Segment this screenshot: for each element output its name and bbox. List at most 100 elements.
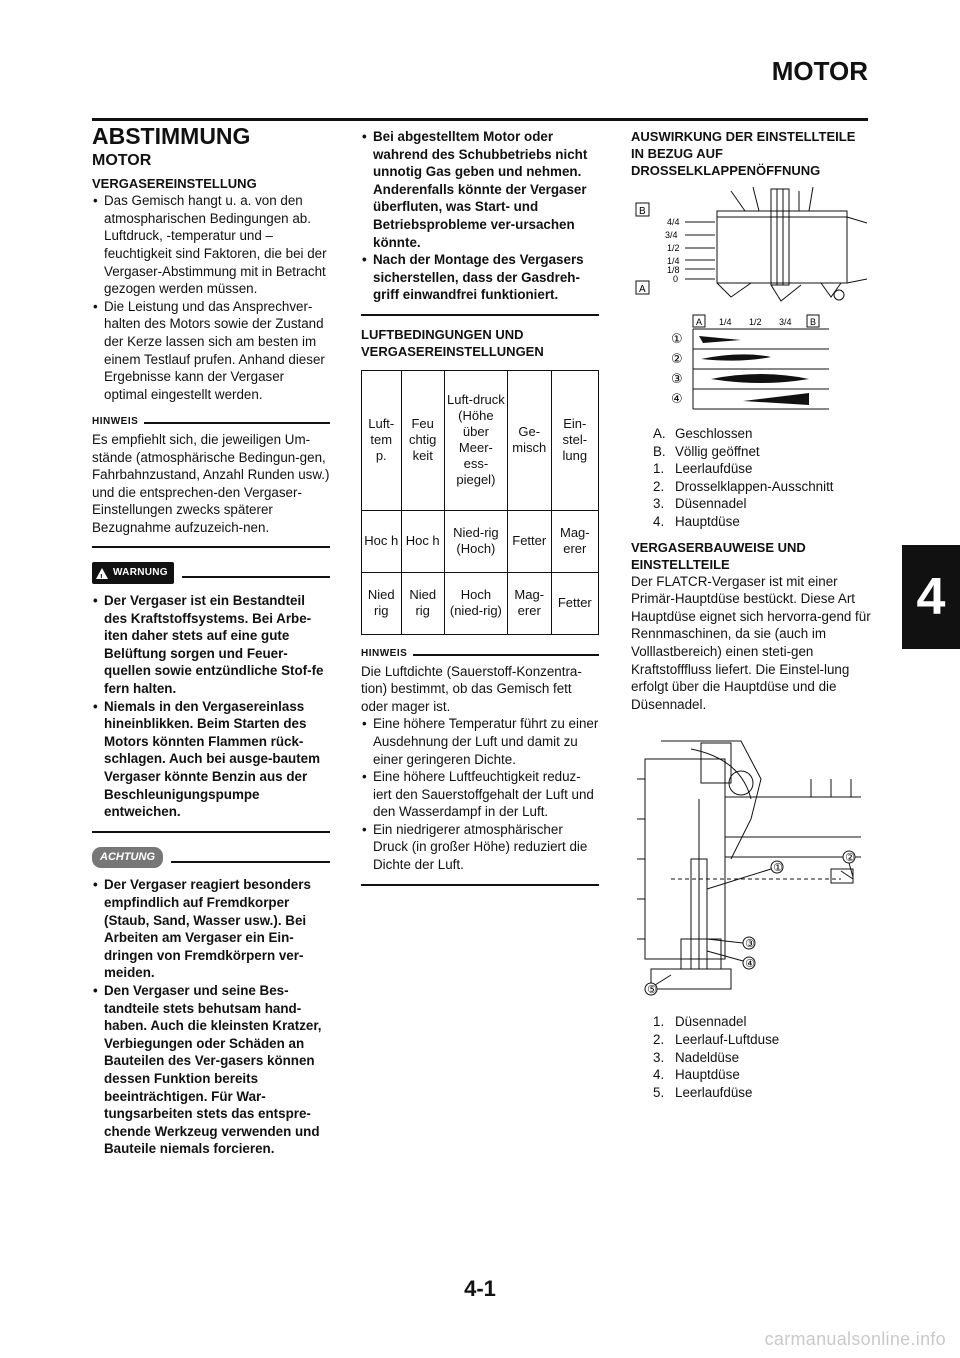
row-label: ①: [671, 332, 683, 347]
list-item: 3.Düsennadel: [653, 496, 747, 512]
callout-circle: [644, 982, 658, 996]
column-middle: Bei abgestelltem Motor oder wahrend des …: [361, 128, 600, 886]
section-heading-vergasereinstellung: VERGASEREINSTELLUNG: [92, 176, 257, 192]
list-item: Nach der Montage des Vergasers sicherste…: [361, 251, 599, 304]
callout-label: ②: [845, 851, 855, 864]
note-header: HINWEIS: [361, 645, 599, 663]
throttle-valve-shape: [701, 354, 771, 361]
list-item: 1.Leerlaufdüse: [653, 461, 753, 477]
throttle-opening-figure: B A 4/4 3/4 1/2 1/4 1/8 0: [635, 187, 868, 302]
corner-a: A: [696, 317, 702, 327]
warning-header: WARNUNG: [92, 562, 330, 586]
note-label: HINWEIS: [92, 416, 139, 428]
callout-circle: [770, 860, 784, 874]
caution-header: ACHTUNG: [92, 846, 330, 869]
warning-list: Der Vergaser ist ein Bestandteil des Kra…: [92, 592, 330, 821]
carburetor-cross-section-figure: ① ② ③ ④ ⑤: [637, 740, 861, 996]
conditions-table: Luft-tem p. Feu chtig keit Luft-druck (H…: [361, 369, 600, 635]
main-jet-shape: [743, 393, 809, 405]
caution-badge: ACHTUNG: [92, 846, 163, 869]
watermark[interactable]: carmanualsonline.info: [764, 1329, 946, 1349]
label-a-box: [635, 280, 650, 295]
range-grid: [692, 328, 829, 410]
callout-label: ④: [745, 957, 755, 970]
list-item: B.Völlig geöffnet: [653, 443, 760, 459]
scale-label: 3/4: [779, 317, 792, 327]
chapter-tab: 4: [902, 545, 960, 649]
list-item: Niemals in den Vergasereinlass hineinbli…: [92, 698, 330, 821]
list-item: Der Vergaser ist ein Bestandteil des Kra…: [92, 592, 330, 698]
list-item: 5.Leerlaufdüse: [653, 1084, 753, 1100]
callout-circle: [742, 956, 756, 970]
table-header-cell: Ein-stel-lung: [550, 369, 600, 511]
corner-b-box: [806, 314, 820, 328]
tick-label: 4/4: [667, 217, 680, 227]
note-label: HINWEIS: [361, 647, 408, 659]
label-b: B: [639, 206, 646, 217]
page-number: 4-1: [464, 1276, 496, 1301]
label-a: A: [639, 284, 646, 295]
callout-label: ①: [773, 861, 783, 874]
list-item: A.Geschlossen: [653, 426, 753, 441]
row-label: ③: [671, 372, 683, 387]
warning-badge: WARNUNG: [92, 562, 174, 586]
carburetor-body-drawing: [637, 740, 861, 990]
table-row: Hoc h Hoc h Nied-rig (Hoch) Fetter Mag-e…: [361, 509, 600, 573]
list-item: 1.Düsennadel: [653, 1014, 747, 1030]
figure-legend-2: 1.Düsennadel 2.Leerlauf-Luftduse 3.Nadel…: [653, 1013, 871, 1101]
table-header-cell: Luft-tem p.: [361, 369, 402, 511]
table-cell: Fetter: [506, 509, 552, 573]
note-text: Es empfiehlt sich, die jeweiligen Um-stä…: [92, 431, 330, 535]
table-cell: Nied-rig (Hoch): [443, 509, 508, 573]
list-item: Ein niedrigerer atmosphärischer Druck (i…: [361, 821, 599, 874]
list-item: Der Vergaser reagiert besonders empfindl…: [92, 876, 330, 982]
table-cell: Hoch (nied-rig): [443, 571, 508, 635]
note-list: Eine höhere Temperatur führt zu einer Au…: [361, 715, 599, 873]
list-item: Eine höhere Temperatur führt zu einer Au…: [361, 715, 599, 768]
corner-b: B: [810, 317, 816, 327]
caution-list: Der Vergaser reagiert besonders empfindl…: [92, 876, 330, 1158]
section-heading-luftbedingungen: LUFTBEDINGUNGEN UND VERGASEREINSTELLUNGE…: [361, 326, 544, 359]
tick-label: 1/8: [667, 265, 680, 275]
tick-label: 1/2: [667, 243, 680, 253]
list-item: 4.Hauptdüse: [653, 1067, 740, 1083]
table-header-cell: Ge-misch: [506, 369, 552, 511]
page-header-title: MOTOR: [771, 56, 868, 86]
bullet-list: Das Gemisch hangt u. a. von den atmospha…: [92, 192, 330, 403]
section-heading-vergaserbauweise: VERGASERBAUWEISE UND EINSTELLTEILE: [631, 539, 806, 572]
table-cell: Mag-erer: [506, 571, 552, 635]
label-b-box: [635, 202, 650, 217]
list-item: 4.Hauptdüse: [653, 513, 740, 529]
warning-rule: [181, 576, 330, 579]
callout-label: ③: [745, 937, 755, 950]
section-end-rule: [361, 313, 599, 316]
warning-triangle-icon: [96, 567, 108, 586]
note-rule: [413, 653, 599, 656]
header-rule: [92, 118, 868, 121]
scale-label: 1/2: [749, 317, 762, 327]
section-heading-auswirkung: AUSWIRKUNG DER EINSTELLTEILE IN BEZUG AU…: [631, 129, 856, 178]
corner-a-box: [692, 314, 706, 328]
table-cell: Hoc h: [361, 509, 402, 573]
main-title: ABSTIMMUNG: [92, 123, 251, 149]
list-item: Das Gemisch hangt u. a. von den atmospha…: [92, 192, 330, 298]
row-label: ④: [671, 392, 683, 407]
table-row: Nied rig Nied rig Hoch (nied-rig) Mag-er…: [361, 571, 600, 635]
section-text: Der FLATCR-Vergaser ist mit einer Primär…: [631, 573, 871, 712]
carburetor-throttle-drawing: [685, 187, 868, 302]
section-end-rule: [92, 830, 330, 833]
list-item: Den Vergaser und seine Bes-tandteile ste…: [92, 982, 330, 1158]
callout-circle: [742, 936, 756, 950]
tick-label: 1/4: [667, 256, 680, 266]
table-cell: Hoc h: [400, 509, 445, 573]
list-item: 2.Leerlauf-Luftduse: [653, 1031, 780, 1047]
list-item: Die Leistung und das Ansprechver-halten …: [92, 298, 330, 404]
row-label: ②: [671, 352, 683, 367]
list-item: 2.Drosselklappen-Ausschnitt: [653, 478, 834, 494]
column-left: ABSTIMMUNG MOTOR VERGASEREINSTELLUNG Das…: [92, 123, 330, 1158]
figure-legend-1: A.Geschlossen B.Völlig geöffnet 1.Leerla…: [653, 425, 871, 531]
list-item: Eine höhere Luftfeuchtigkeit reduz-iert …: [361, 768, 599, 821]
column-right: AUSWIRKUNG DER EINSTELLTEILE IN BEZUG AU…: [631, 128, 871, 1101]
sub-title: MOTOR: [92, 151, 152, 169]
table-cell: Nied rig: [361, 571, 402, 635]
